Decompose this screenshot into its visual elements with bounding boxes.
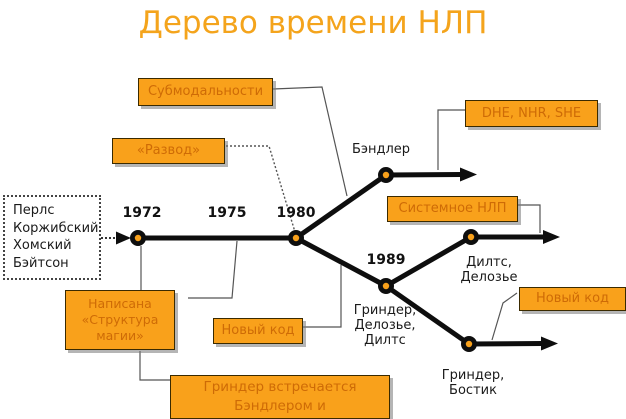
label-line: Гриндер, [353,303,417,318]
origin-line: Коржибский [13,220,99,236]
callout-line: Гриндер встречается [203,379,357,395]
origin-line: Хомский [13,238,72,253]
year-1975: 1975 [207,205,247,221]
label-bandler: Бэндлер [351,142,411,157]
branch-1989-dilts [384,234,473,289]
callout-grinder-meets-bandler: Гриндер встречается Бэндлером и [170,375,390,419]
node-1989 [378,278,394,294]
label-line: Гриндер, [441,368,505,383]
callout-line: «Структура [81,312,159,327]
origin-founders-box: Перлс Коржибский Хомский Бэйтсон [3,195,101,280]
callout-new-code-left: Новый код [213,318,303,344]
callout-dhe-nhr-she: DHE, NHR, SHE [465,100,598,127]
year-1989: 1989 [366,252,406,268]
connector-submodalities [272,86,348,197]
arrow-bandler-shaft [385,172,462,178]
node-bostic [461,336,477,352]
branch-1980-1989 [294,235,388,289]
page-title: Дерево времени НЛП [138,5,488,41]
branch-1989-bostic [384,283,471,347]
callout-systemic-nlp: Системное НЛП [387,196,518,222]
label-line: Бостик [449,383,497,398]
label-line: Делозье [460,270,518,285]
callout-submodalities: Субмодальности [138,78,273,106]
callout-new-code-right: Новый код [519,287,626,311]
callout-label: Системное НЛП [398,201,507,216]
label-dilts-delozier: Дилтс, Делозье [448,255,530,285]
connector-structure-bottom [139,351,170,381]
arrow-bostic-shaft [468,341,543,347]
callout-label: Новый код [221,323,295,338]
callout-line: Бэндлером и [234,398,326,414]
origin-arrowhead [116,231,131,245]
node-dilts [463,229,479,245]
label-line: Дилтс, [466,255,512,270]
callout-label: DHE, NHR, SHE [481,105,582,121]
origin-line: Перлс [13,203,55,218]
callout-label: Субмодальности [147,84,264,99]
callout-line: магии» [96,328,144,343]
branch-1980-bandler [294,172,388,241]
callout-line: Написана [88,296,152,311]
label-grinder-bostic: Гриндер, Бостик [432,368,514,398]
node-bandler [378,167,394,183]
year-1972: 1972 [122,205,162,221]
connector-new-code-right [491,292,518,341]
connector-dhe [437,109,465,170]
label-line: Делозье, [354,318,416,333]
node-1972 [130,230,146,246]
callout-label: «Развод» [136,143,201,158]
label-grinder-delozier-dilts: Гриндер, Делозье, Дилтс [344,303,426,348]
callout-label: Новый код [535,291,610,306]
origin-line: Бэйтсон [13,255,69,271]
connector-systemic [518,204,541,233]
arrow-dilts-head [543,230,560,244]
node-1980 [288,230,304,246]
label-line: Дилтс [364,333,406,348]
arrow-bostic-head [541,336,558,351]
connector-new-code-left [303,265,342,328]
year-1980: 1980 [276,205,316,221]
callout-razvod: «Развод» [112,138,225,164]
callout-structure-of-magic: Написана «Структура магии» [65,290,175,350]
arrow-bandler-head [460,167,477,182]
connector-1975 [188,240,238,299]
